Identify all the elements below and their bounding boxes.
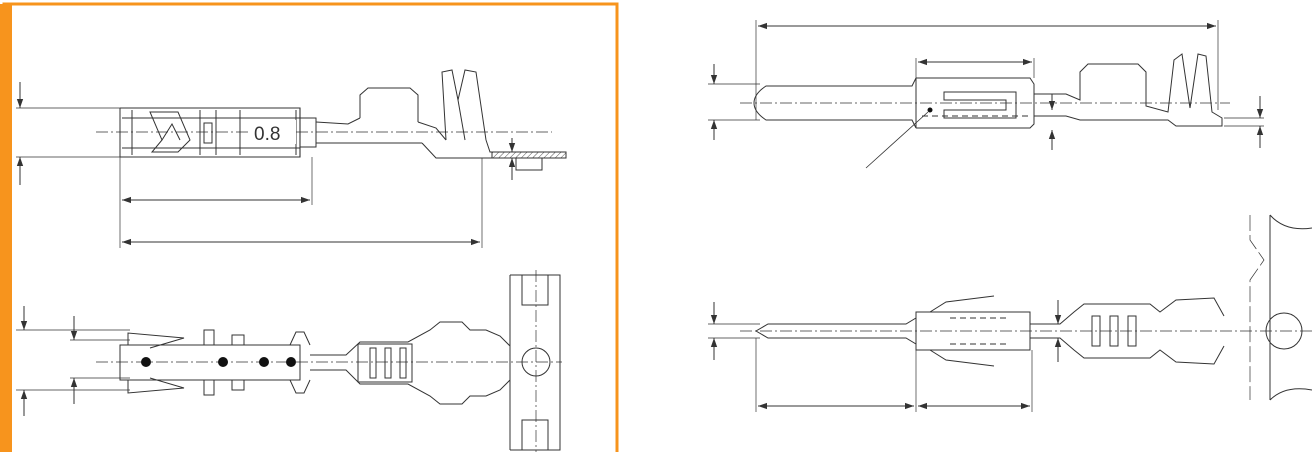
pin-top-view: [708, 214, 1312, 412]
panel-highlight-left-bar: [0, 4, 12, 452]
side-view-contact: [16, 69, 567, 248]
panel-highlight-border: [2, 2, 619, 452]
top-view-dimensions: [20, 306, 78, 416]
pin-side-view: [708, 20, 1264, 169]
marking-label-bg: [248, 120, 296, 144]
pin-side-dimensions: [710, 22, 1264, 150]
side-view-dimensions: [16, 82, 516, 246]
pin-marker-dot: [927, 107, 933, 113]
top-view-contact: [16, 270, 562, 452]
right-panel: [708, 20, 1312, 412]
pin-top-dimensions: [710, 300, 1062, 410]
top-view-dots: [141, 357, 296, 367]
marking-label: 0.8: [254, 124, 280, 145]
left-panel: 0.8: [0, 2, 619, 452]
